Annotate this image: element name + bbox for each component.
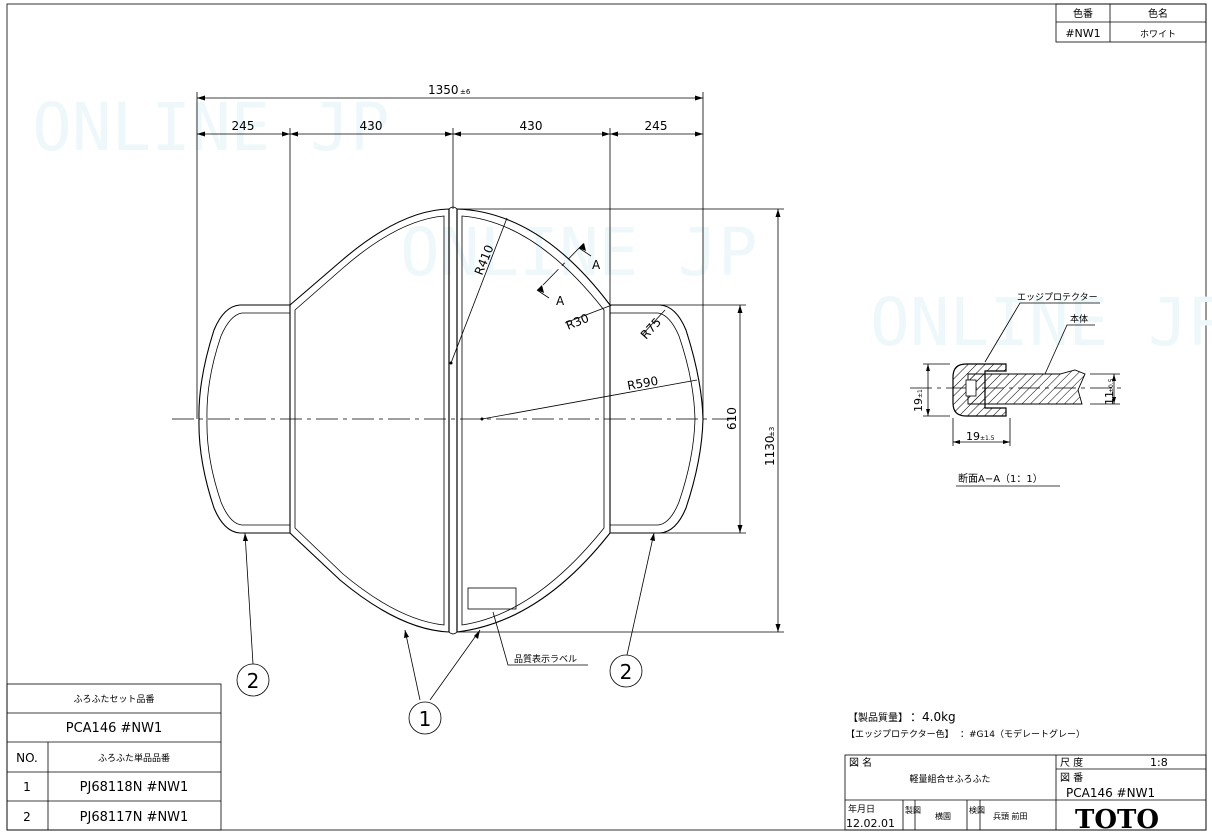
watermark: ONLINE JP (400, 214, 758, 291)
top-dimensions (196, 92, 704, 419)
date-value: 12.02.01 (846, 817, 895, 830)
section-title: 断面A−A（1：1） (958, 472, 1043, 485)
callout-balloon-1 (408, 701, 442, 735)
dim-r590: R590 (626, 374, 659, 393)
scale-label: 尺 度 (1060, 756, 1083, 769)
color-code-value: #NW1 (1065, 27, 1100, 40)
section-mark-upper: A (592, 258, 601, 272)
section-dim-w-tol: ±1.5 (980, 435, 995, 442)
dim-overall-width-tol: ±6 (460, 88, 471, 96)
radius-line-r590 (481, 379, 698, 420)
quality-label-box (467, 587, 517, 610)
callout-2-left-label: 2 (247, 669, 260, 693)
section-dim-t-tol: ±0.5 (1108, 378, 1115, 393)
scale-value: 1:8 (1150, 756, 1168, 769)
quality-label-callout: 品質表示ラベル (514, 653, 577, 665)
color-name-value: ホワイト (1140, 29, 1176, 40)
dim-r30: R30 (564, 311, 591, 333)
toto-logo: TOTO (1075, 805, 1159, 835)
color-code-header: 色番 (1073, 7, 1093, 20)
dim-r75: R75 (638, 315, 664, 342)
weight-value: ：4.0kg (910, 710, 956, 724)
drafter-name: 横園 (935, 811, 951, 821)
set-code: PCA146 #NW1 (66, 721, 163, 736)
table-row-no: 2 (23, 810, 31, 824)
parts-table (6, 683, 222, 831)
section-mark-lower: A (556, 294, 565, 308)
dim-overall-width: 1350 (428, 83, 459, 97)
dim-seg-2: 430 (360, 119, 383, 133)
set-code-header: ふろふたセット品番 (73, 693, 154, 705)
dim-height-total-tol: ±3 (768, 427, 776, 437)
section-dim-t: 11 (1103, 391, 1116, 405)
drawing-name-label: 図 名 (849, 756, 872, 769)
callout-leaders (243, 532, 655, 701)
edge-color-label: 【エッジプロテクター色】 (846, 728, 954, 740)
dim-height-handle: 610 (725, 407, 739, 430)
table-row-no: 1 (23, 780, 31, 794)
dim-seg-1: 245 (232, 119, 255, 133)
edge-color-value: ：#G14（モデレートグレー） (960, 728, 1085, 740)
section-dim-w: 19 (966, 430, 980, 443)
callout-1-label: 1 (419, 707, 432, 731)
col-no-header: NO. (16, 751, 38, 765)
lid-plan-view (172, 206, 735, 635)
drawing-number: PCA146 #NW1 (1066, 786, 1155, 800)
callout-balloon-2-left (236, 663, 270, 697)
table-row-code: PJ68117N #NW1 (80, 810, 189, 825)
right-dimensions (457, 208, 784, 633)
checked-label: 検図 (969, 805, 985, 815)
drawing-name: 軽量組合せふろふた (909, 773, 990, 785)
weight-label: 【製品質量】 (848, 711, 908, 724)
dim-seg-3: 430 (520, 119, 543, 133)
color-name-header: 色名 (1148, 7, 1168, 20)
color-table: 色番 色名 #NW1 ホワイト (1055, 3, 1207, 43)
col-part-header: ふろふた単品品番 (98, 752, 170, 764)
body-label: 本体 (1070, 313, 1088, 325)
drawing-number-label: 図 番 (1060, 772, 1083, 784)
sheet-border (6, 3, 1207, 831)
date-label: 年月日 (848, 803, 875, 815)
checker-names: 兵頭 前田 (993, 811, 1028, 821)
section-dim-h-tol: ±1 (917, 389, 924, 398)
section-cut-line (542, 241, 586, 286)
dim-height-total: 1130 (763, 435, 777, 466)
watermark: ONLINE JP (32, 89, 390, 166)
dim-seg-4: 245 (645, 119, 668, 133)
table-row-code: PJ68118N #NW1 (80, 780, 189, 795)
section-dim-h: 19 (912, 398, 925, 412)
radius-line-r410 (450, 217, 508, 364)
callout-balloon-2-right (609, 654, 643, 688)
callout-2-right-label: 2 (620, 660, 633, 684)
title-block (844, 754, 1207, 831)
drafted-label: 製図 (905, 805, 921, 815)
section-detail (910, 302, 1125, 487)
edge-protector-label: エッジプロテクター (1017, 292, 1098, 303)
watermark: ONLINE JP (870, 284, 1212, 361)
